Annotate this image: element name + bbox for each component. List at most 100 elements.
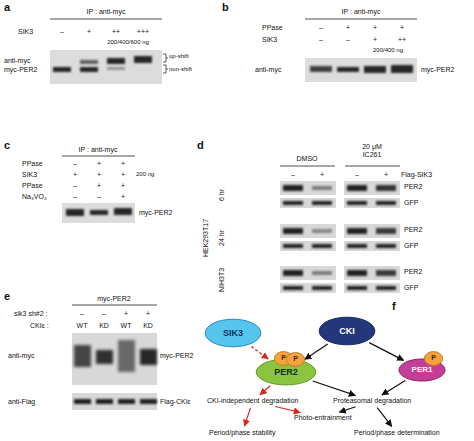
node-text: CKI-independent degradation (207, 397, 298, 405)
blot-label: – (73, 182, 77, 190)
phospho-circle: P (286, 352, 305, 367)
blot-label: – (319, 36, 323, 44)
blot-label: Na₃VO₄ (22, 193, 47, 201)
blot-label: +++ (137, 28, 149, 36)
blot-label: + (121, 171, 125, 179)
blot-label: PPase (262, 24, 283, 32)
blot-label: Flag-SIK3 (401, 171, 432, 179)
node-text: PER1 (412, 365, 433, 374)
blot-label: SIK3 (18, 28, 33, 36)
blot-label: – (73, 193, 77, 201)
blot-label: SIK3 (262, 36, 277, 44)
node-text: P (431, 354, 436, 362)
protein-ellipse: PER2PP (255, 358, 317, 386)
pathway-arrow (305, 344, 328, 359)
pathway-arrow (245, 408, 251, 426)
blot-label: + (373, 36, 377, 44)
blot-label: + (124, 310, 128, 318)
blot-label: PER2 (404, 183, 422, 191)
node-text: Photo-entrainment (294, 414, 352, 422)
protein-ellipse: SIK3 (204, 318, 262, 348)
pathway-arrow (260, 386, 270, 395)
blot-label: – (319, 24, 323, 32)
blot-label: PPase (22, 182, 43, 190)
kinase-ellipse: CKI (318, 316, 376, 346)
blot-label: PPase (22, 160, 43, 168)
node-text: PER2 (274, 367, 298, 377)
blot-label: + (97, 160, 101, 168)
blot-label: 20 μM IC261 (354, 143, 390, 160)
blot-label: 200/400/600 ng (107, 39, 149, 46)
blot-label: + (346, 24, 350, 32)
blot-label: ++ (112, 28, 120, 36)
blot-label: non-shift (169, 66, 192, 73)
blot-label: Flag-CKIε (160, 398, 191, 406)
blot-label: GFP (404, 199, 418, 207)
blot-label: up-shift (169, 53, 189, 60)
blot-label: sik3 sh#2 : (14, 310, 47, 318)
node-text: SIK3 (223, 328, 243, 338)
pathway-arrow (377, 408, 392, 427)
blot-label: IP : anti-myc (342, 8, 381, 16)
blot-label: + (320, 171, 324, 179)
blot-label: WT (77, 322, 88, 330)
blot-label: – (291, 171, 295, 179)
blot-label: + (97, 182, 101, 190)
blot-label: IP : anti-myc (79, 146, 118, 154)
node-text: CKI (339, 326, 355, 336)
blot-label: KD (99, 322, 109, 330)
blot-label: GFP (404, 284, 418, 292)
pathway-arrow (339, 407, 355, 413)
node-text: P (281, 354, 286, 362)
blot-label: myc-PER2 (421, 66, 454, 74)
blot-label: SIK3 (22, 171, 37, 179)
blot-label: anti-Flag (8, 398, 35, 406)
blot-label: PER2 (404, 226, 422, 234)
blot-label: CKIε : (30, 322, 49, 330)
blot-label: + (121, 160, 125, 168)
blot-label: + (121, 182, 125, 190)
outcome-text: Proteasomal degradation (331, 396, 413, 406)
outcome-text: Period/phase stability (207, 428, 278, 438)
blot-label: NIH3T3 (218, 268, 226, 292)
blot-label: KD (143, 322, 153, 330)
blot-label: – (60, 28, 64, 36)
node-text: P (293, 355, 298, 363)
blot-label: myc-PER2 (160, 352, 193, 360)
outcome-text: CKI-independent degradation (205, 396, 300, 406)
outcome-text: Period/phase determination (352, 428, 442, 438)
panel-letter: c (4, 139, 10, 152)
blot-label: 200/400 ng (373, 47, 403, 54)
blot-label: + (384, 171, 388, 179)
panel-letter: e (4, 290, 10, 303)
blot-label: – (102, 310, 106, 318)
blot-label: + (87, 28, 91, 36)
blot-label: IP : anti-myc (87, 8, 126, 16)
blot-label: myc-PER2 (97, 295, 130, 303)
blot-label: + (373, 24, 377, 32)
blot-label: HEK293T17 (202, 219, 210, 257)
blot-label: + (121, 193, 125, 201)
blot-label: anti-myc (8, 352, 34, 360)
panel-letter: f (392, 300, 396, 313)
blot-label: anti-myc (255, 66, 281, 74)
blot-label: – (73, 160, 77, 168)
blot-label: anti-myc (4, 57, 30, 65)
blot-label: PER2 (404, 268, 422, 276)
blot-label: myc-PER2 (4, 66, 37, 74)
blot-label: – (97, 193, 101, 201)
outcome-text: Photo-entrainment (292, 413, 354, 423)
blot-label: + (400, 24, 404, 32)
node-text: Proteasomal degradation (333, 397, 411, 405)
blot-label: GFP (404, 242, 418, 250)
blot-label: 200 ng (136, 171, 154, 178)
blot-label: – (80, 310, 84, 318)
blot-label: 24 hr (218, 230, 226, 246)
blot-label: myc-PER2 (139, 209, 172, 217)
blot-label: + (97, 171, 101, 179)
blot-label: + (73, 171, 77, 179)
blot-label: – (355, 171, 359, 179)
node-text: Period/phase stability (209, 429, 276, 437)
pathway-arrow (369, 343, 403, 361)
pathway-arrow (251, 347, 268, 359)
